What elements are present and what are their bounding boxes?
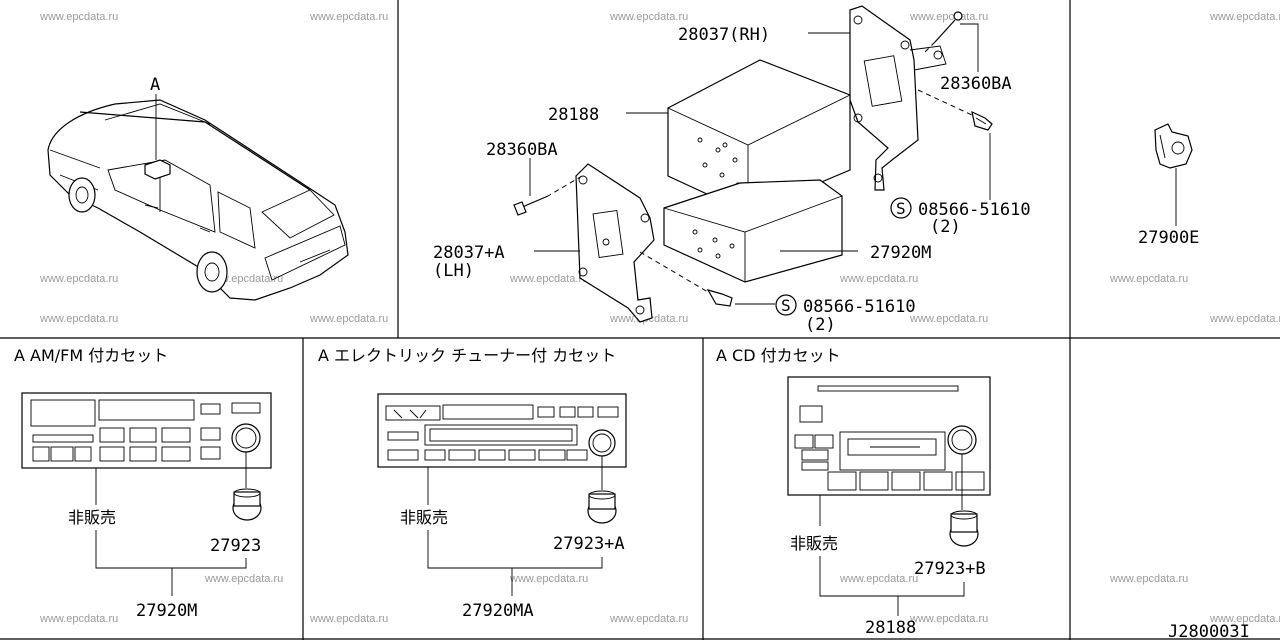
bolt-bottom bbox=[639, 251, 733, 307]
label-28037-a: 28037+A bbox=[433, 243, 505, 263]
watermark: www.epcdata.ru bbox=[1209, 11, 1280, 23]
clip-27900e bbox=[1154, 123, 1193, 169]
screw-symbol: S bbox=[781, 296, 791, 315]
label-27923-b: 27923+B bbox=[914, 559, 986, 579]
amfm-panel: A AM/FM 付カセット 27 bbox=[14, 346, 272, 621]
watermark: www.epcdata.ru bbox=[609, 11, 688, 23]
amfm-title: A AM/FM 付カセット bbox=[14, 346, 168, 365]
tuner-title: A エレクトリック チューナー付 カセット bbox=[318, 346, 616, 365]
label-27900e: 27900E bbox=[1138, 228, 1199, 248]
label-28188-cd: 28188 bbox=[865, 618, 916, 638]
label-27920m-amfm: 27920M bbox=[136, 601, 197, 621]
label-27920m-exploded: 27920M bbox=[870, 243, 931, 263]
watermark: www.epcdata.ru bbox=[39, 11, 118, 23]
watermark: www.epcdata.ru bbox=[1109, 273, 1188, 285]
station-wagon-illustration bbox=[47, 99, 349, 301]
screw-left bbox=[513, 175, 583, 216]
cd-radio-faceplate bbox=[787, 376, 991, 496]
watermark: www.epcdata.ru bbox=[39, 273, 118, 285]
cd-not-sold: 非販売 bbox=[790, 534, 838, 553]
watermark: www.epcdata.ru bbox=[1209, 613, 1280, 625]
screw-top bbox=[924, 11, 963, 53]
watermark: www.epcdata.ru bbox=[909, 11, 988, 23]
screw-symbol-right: S bbox=[890, 197, 912, 219]
radio-unit-27920m bbox=[663, 179, 843, 283]
drawing-id: J280003I bbox=[1168, 622, 1250, 640]
watermark: www.epcdata.ru bbox=[309, 313, 388, 325]
tuner-not-sold: 非販売 bbox=[400, 508, 448, 527]
watermark: www.epcdata.ru bbox=[309, 11, 388, 23]
watermark: www.epcdata.ru bbox=[1109, 573, 1188, 585]
watermark: www.epcdata.ru bbox=[609, 613, 688, 625]
watermark: www.epcdata.ru bbox=[39, 613, 118, 625]
amfm-not-sold: 非販売 bbox=[68, 508, 116, 527]
label-28360ba-top: 28360BA bbox=[940, 74, 1012, 94]
watermark: www.epcdata.ru bbox=[839, 573, 918, 585]
label-qty-right: (2) bbox=[930, 217, 961, 237]
amfm-knob bbox=[232, 488, 262, 521]
cd-knob bbox=[949, 510, 979, 547]
watermark: www.epcdata.ru bbox=[509, 573, 588, 585]
label-lh: (LH) bbox=[433, 261, 474, 281]
label-27923-a: 27923+A bbox=[553, 534, 625, 554]
label-27920ma: 27920MA bbox=[462, 601, 534, 621]
cd-panel: A CD 付カセット 27923+B 非販売 bbox=[716, 346, 991, 638]
label-28188: 28188 bbox=[548, 105, 599, 125]
watermark: www.epcdata.ru bbox=[909, 313, 988, 325]
clip-panel: 27900E bbox=[1138, 123, 1199, 248]
screw-symbol: S bbox=[896, 199, 906, 218]
vehicle-panel: A bbox=[47, 75, 349, 301]
exploded-panel: 28037(RH) 28360BA 28188 28360BA S 08566-… bbox=[433, 5, 1031, 335]
watermarks: www.epcdata.ru www.epcdata.ru www.epcdat… bbox=[39, 11, 1280, 625]
watermark: www.epcdata.ru bbox=[839, 273, 918, 285]
watermark: www.epcdata.ru bbox=[39, 313, 118, 325]
watermark: www.epcdata.ru bbox=[509, 273, 588, 285]
bracket-lh bbox=[575, 163, 655, 323]
label-27923: 27923 bbox=[210, 536, 261, 556]
watermark: www.epcdata.ru bbox=[309, 613, 388, 625]
bracket-rh bbox=[849, 5, 947, 191]
label-08566-51610-bottom: 08566-51610 bbox=[803, 297, 916, 317]
cd-title: A CD 付カセット bbox=[716, 346, 841, 365]
screw-symbol-bottom: S bbox=[775, 294, 797, 316]
label-qty-bottom: (2) bbox=[805, 315, 836, 335]
label-28037-rh: 28037(RH) bbox=[678, 25, 770, 45]
tuner-knob bbox=[587, 490, 617, 524]
tuner-panel: A エレクトリック チューナー付 カセット bbox=[318, 346, 627, 621]
watermark: www.epcdata.ru bbox=[909, 613, 988, 625]
watermark: www.epcdata.ru bbox=[1209, 313, 1280, 325]
tuner-radio-faceplate bbox=[377, 393, 627, 468]
label-08566-51610-right: 08566-51610 bbox=[918, 200, 1031, 220]
amfm-radio-faceplate bbox=[21, 392, 272, 469]
view-label: A bbox=[150, 75, 160, 95]
cd-box-28188 bbox=[667, 59, 851, 214]
label-28360ba-left: 28360BA bbox=[486, 140, 558, 160]
bolt-right bbox=[917, 89, 993, 131]
watermark: www.epcdata.ru bbox=[204, 573, 283, 585]
